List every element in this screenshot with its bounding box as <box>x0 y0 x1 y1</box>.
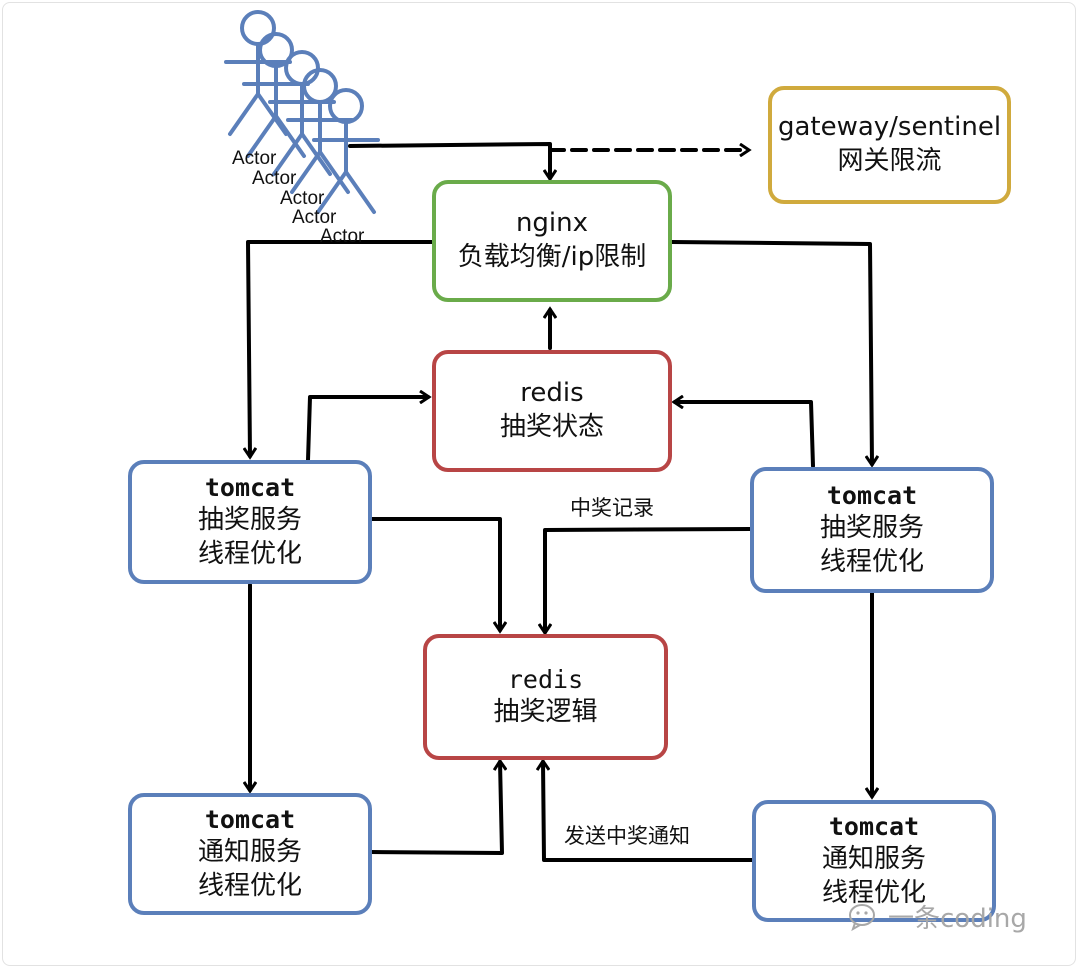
node-title: tomcat <box>828 811 920 841</box>
node-subtitle: 通知服务 <box>821 844 926 875</box>
edge-tomcat-left-redis-logic <box>370 517 500 630</box>
edge-label-send-notification: 发送中奖通知 <box>564 824 690 848</box>
node-title: redis <box>520 378 584 409</box>
node-nginx[interactable]: nginx 负载均衡/ip限制 <box>432 180 672 302</box>
node-gateway[interactable]: gateway/sentinel 网关限流 <box>768 86 1011 204</box>
edge-nginx-tomcat-left <box>248 240 434 456</box>
watermark-text: 一条coding <box>888 904 1027 934</box>
edge-tomcat-right-redis-state <box>675 402 815 468</box>
node-tomcat-lottery-right[interactable]: tomcat 抽奖服务 线程优化 <box>750 467 994 593</box>
node-title: tomcat <box>204 472 296 502</box>
node-tomcat-notify-left[interactable]: tomcat 通知服务 线程优化 <box>128 793 372 915</box>
actor-label: Actor <box>292 207 337 228</box>
node-subtitle: 网关限流 <box>837 146 942 176</box>
node-tomcat-notify-right[interactable]: tomcat 通知服务 线程优化 <box>752 800 996 922</box>
edge-tomcat-right-redis-logic <box>545 527 752 632</box>
actor-figure <box>312 88 380 214</box>
node-title: tomcat <box>204 804 296 834</box>
edge-notify-left-redis-logic <box>368 762 502 855</box>
node-tomcat-lottery-left[interactable]: tomcat 抽奖服务 线程优化 <box>128 460 372 584</box>
watermark: 一条coding <box>848 898 1027 935</box>
node-note: 线程优化 <box>197 871 302 902</box>
node-subtitle: 抽奖逻辑 <box>493 697 598 728</box>
edge-label-winning-record: 中奖记录 <box>570 496 654 520</box>
node-note: 线程优化 <box>197 539 302 570</box>
node-subtitle: 抽奖状态 <box>499 412 604 442</box>
edge-actors-nginx <box>348 142 550 178</box>
node-redis-logic[interactable]: redis 抽奖逻辑 <box>423 634 668 760</box>
node-title: gateway/sentinel <box>777 112 1002 143</box>
actors-group <box>224 10 380 214</box>
actor-label: Actor <box>232 148 277 169</box>
node-subtitle: 抽奖服务 <box>197 505 302 536</box>
node-subtitle: 通知服务 <box>197 837 302 868</box>
actor-figure <box>224 10 292 136</box>
actor-figure <box>268 50 336 176</box>
node-title: nginx <box>515 208 589 239</box>
actor-label: Actor <box>320 226 365 247</box>
node-title: tomcat <box>826 480 918 510</box>
actor-label: Actor <box>252 168 297 189</box>
edge-notify-right-redis-logic <box>543 762 754 862</box>
node-note: 线程优化 <box>819 547 924 578</box>
edge-tomcat-left-redis-state <box>306 397 428 462</box>
node-note: 线程优化 <box>821 878 926 909</box>
node-title: redis <box>507 664 584 694</box>
edge-nginx-tomcat-right <box>670 240 872 464</box>
node-subtitle: 负载均衡/ip限制 <box>457 242 647 272</box>
node-redis-state[interactable]: redis 抽奖状态 <box>432 350 672 472</box>
wechat-icon <box>849 903 875 931</box>
actor-label: Actor <box>280 188 325 209</box>
node-subtitle: 抽奖服务 <box>819 513 924 544</box>
